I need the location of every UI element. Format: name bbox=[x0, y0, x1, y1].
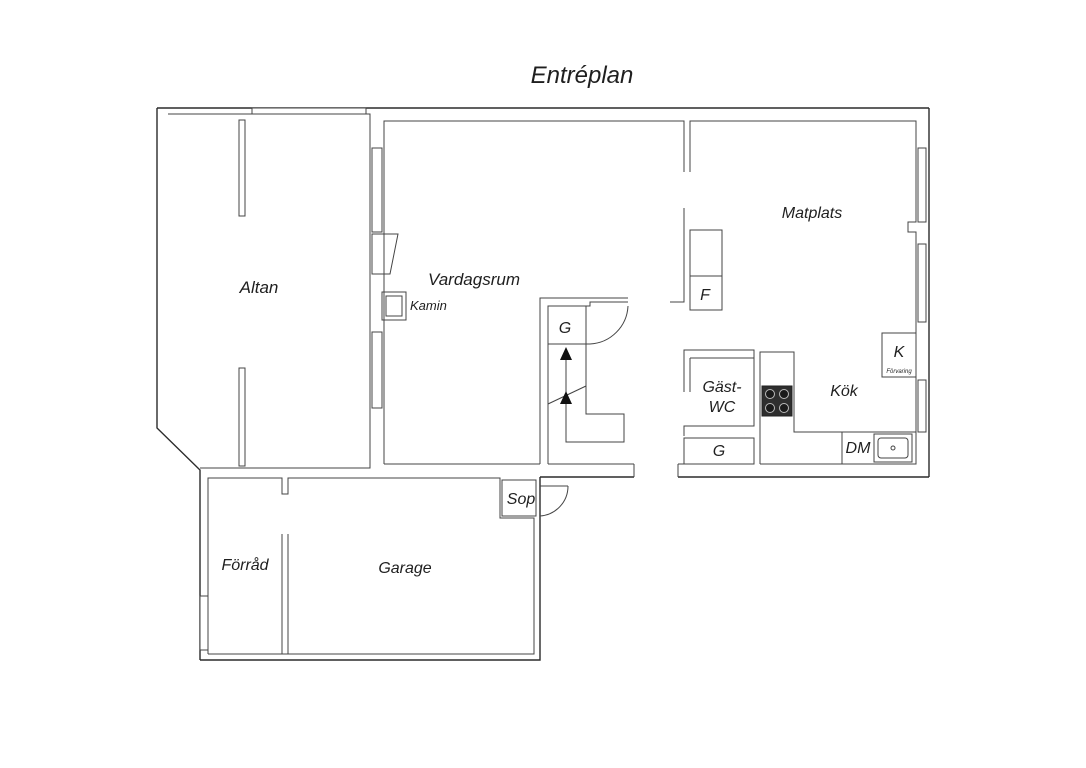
label-sop: Sop bbox=[507, 491, 536, 508]
label-k: K bbox=[894, 344, 906, 361]
label-gast-wc-2: WC bbox=[709, 399, 736, 416]
label-forrad: Förråd bbox=[221, 556, 269, 574]
label-garage: Garage bbox=[378, 560, 431, 577]
label-matplats: Matplats bbox=[782, 205, 842, 222]
label-kamin: Kamin bbox=[410, 298, 447, 313]
label-dm: DM bbox=[846, 440, 872, 457]
room-labels: Altan Vardagsrum Kamin Matplats Kök Gäst… bbox=[221, 205, 858, 577]
fixture-labels: F K Förvaring DM G G bbox=[559, 287, 913, 460]
inner-walls bbox=[168, 107, 927, 655]
label-kok: Kök bbox=[830, 383, 859, 400]
label-gast-wc-1: Gäst- bbox=[702, 379, 741, 396]
plan-title: Entréplan bbox=[531, 62, 634, 89]
label-g-wc: G bbox=[713, 443, 725, 460]
label-g-stair: G bbox=[559, 320, 571, 337]
label-f: F bbox=[700, 287, 711, 304]
label-vardagsrum: Vardagsrum bbox=[428, 270, 520, 289]
label-forvaring: Förvaring bbox=[886, 369, 912, 375]
outer-walls bbox=[156, 107, 930, 661]
label-altan: Altan bbox=[239, 278, 279, 297]
